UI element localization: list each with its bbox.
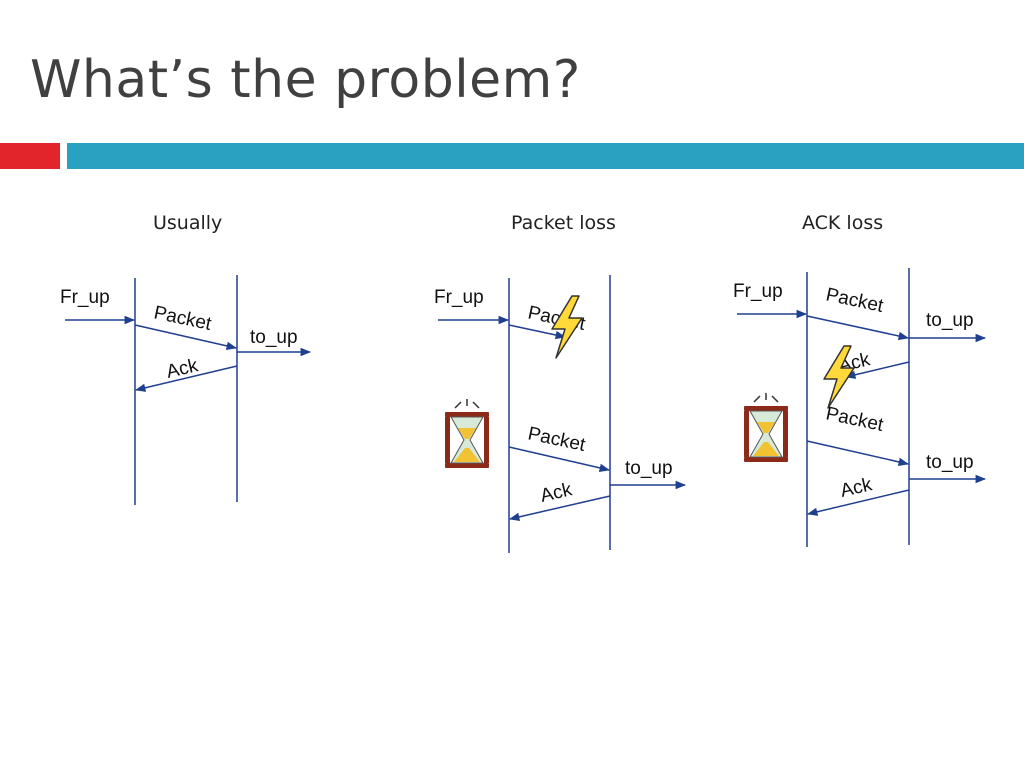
arrow-packet: [806, 315, 910, 341]
label-fr-up: Fr_up: [60, 287, 110, 308]
hourglass-timer-icon: [743, 392, 789, 463]
label-ack: Ack: [838, 474, 874, 502]
arrow-ack: [134, 365, 238, 392]
arrow-ack-lost: [844, 361, 910, 379]
arrow-packet-retry: [806, 440, 910, 466]
panel-usually: Fr_up Packet to_up Ack: [60, 275, 312, 505]
accent-bar-blue: [67, 143, 1024, 169]
heading-packet-loss: Packet loss: [511, 212, 616, 234]
label-to-up-1: to_up: [926, 310, 974, 331]
heading-ack-loss: ACK loss: [802, 212, 884, 234]
hourglass-timer-icon: [444, 398, 490, 469]
panel-ack-loss: Fr_up Packet to_up Ack Packet to_up Ack: [733, 268, 987, 547]
label-fr-up: Fr_up: [733, 281, 783, 302]
label-ack: Ack: [164, 355, 200, 383]
label-ack: Ack: [538, 479, 574, 507]
panel-packet-loss: Fr_up Packet Packet to_up Ack: [434, 275, 687, 553]
label-fr-up: Fr_up: [434, 287, 484, 308]
heading-usually: Usually: [153, 212, 223, 234]
slide-title: What’s the problem?: [30, 50, 581, 110]
arrow-packet-lost: [508, 324, 567, 340]
arrow-ack: [508, 495, 611, 521]
label-packet-retry: Packet: [824, 403, 886, 436]
label-packet: Packet: [824, 284, 886, 317]
arrow-packet: [134, 324, 238, 350]
label-packet-retry: Packet: [526, 423, 588, 456]
label-to-up: to_up: [625, 458, 673, 479]
accent-bar-red: [0, 143, 60, 169]
label-packet: Packet: [152, 302, 214, 335]
label-to-up-2: to_up: [926, 452, 974, 473]
label-to-up: to_up: [250, 327, 298, 348]
arrow-packet-retry: [508, 446, 611, 472]
arrow-ack: [806, 489, 910, 516]
